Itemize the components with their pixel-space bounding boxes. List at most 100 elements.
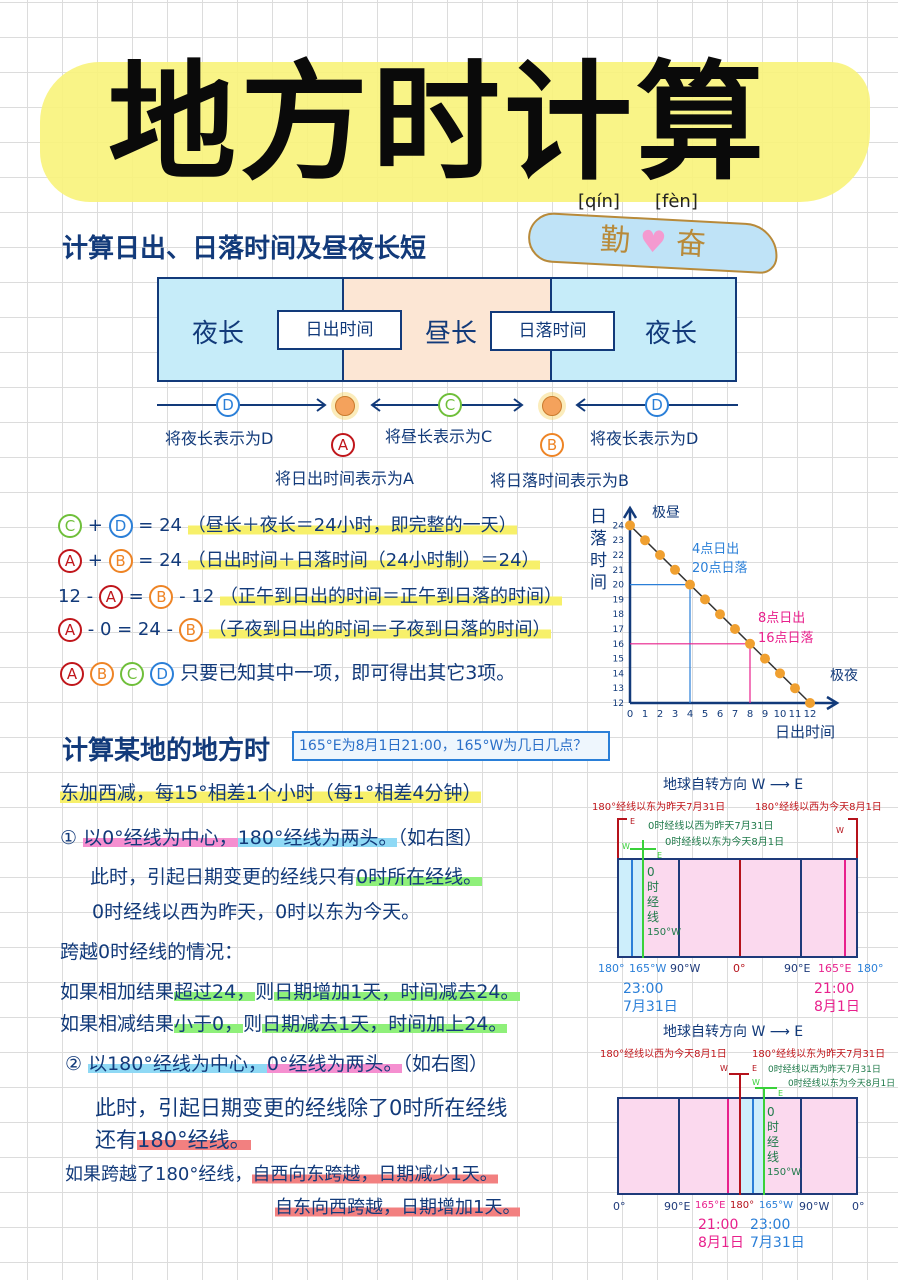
marker-c: C [58,514,82,538]
annotation-blue: 4点日出 [692,542,739,557]
x-tick-label: 5 [702,709,708,720]
pinyin-fen: [fèn] [655,191,698,212]
ribbon-char-2: 奋 [675,226,707,263]
text: 如果相加结果 [60,981,175,1003]
diagram2-green1: 0时经线以西为昨天7月31日 [768,1065,881,1075]
formula-note: （昼长＋夜长＝24小时，即完整的一天） [187,515,517,536]
d1-e-left: E [630,817,636,826]
text: 23:00 [750,1217,791,1233]
text: 21:00 [698,1217,739,1233]
d1-w-right: W [836,826,844,835]
ribbon-banner: 勤 ♥ 奋 [526,211,780,275]
y-tick-label: 13 [613,684,624,694]
night-right-label: 夜长 [645,319,698,349]
diagram2-green-bracket [755,1087,777,1089]
data-point [745,638,755,649]
y-tick-label: 15 [613,655,624,665]
case2-line2: 此时，引起日期变更的经线除了0时所在经线 [95,1096,508,1120]
text: 0时所在经线。 [356,866,483,888]
x-tick-label: 9 [762,709,768,720]
d2-tick-6: 0° [852,1200,865,1213]
rule-text: 东加西减，每15°相差1个小时（每1°相差4分钟） [60,778,482,805]
data-point [790,683,800,694]
formula-3: 12 - A = B - 12 （正午到日出的时间＝正午到日落的时间） [58,582,563,609]
label-night-right: 将夜长表示为D [590,429,699,448]
diagram1-red-right: 180°经线以西为今天8月1日 [755,802,882,813]
x-axis-arrow [826,695,840,711]
annotation-polar-day: 极昼 [652,505,680,521]
marker-d-left: D [216,393,240,417]
text: 小于0， [174,1013,244,1035]
d1-w-green: W [622,842,630,851]
diagram1-red-bracket-right [848,818,858,858]
y-tick-label: 16 [613,640,625,650]
text: 如果相减结果 [60,1013,175,1035]
marker-b: B [108,549,133,573]
day-label: 昼长 [425,319,478,349]
text: （如右图） [397,827,483,849]
d2-e-green: E [778,1089,784,1098]
op: + [87,515,103,536]
marker-d-right: D [645,393,669,417]
sunset-sun-icon [542,396,562,416]
text: 时 [767,1120,780,1134]
page-title: 地方时计算 [108,49,769,198]
op: - 12 [179,586,215,607]
title-highlight [40,62,870,202]
text: 则 [255,981,275,1003]
case1-line3: 0时经线以西为昨天，0时以东为今天。 [92,901,421,923]
y-tick-label: 12 [613,699,624,709]
y-tick-label: 19 [613,595,625,605]
data-point [730,624,740,634]
label-sunset: 将日落时间表示为B [490,471,629,490]
diagram2-green2: 0时经线以东为今天8月1日 [788,1079,896,1089]
section1-heading: 计算日出、日落时间及昼夜长短 [62,234,427,264]
summary-text: 只要已知其中一项，即可得出其它3项。 [180,662,516,684]
sunrise-box: 日出时间 [277,310,402,350]
text: 如果跨越了180°经线， [65,1164,253,1185]
diagram1-green-bracket [630,848,656,850]
d2-tick-5: 90°W [799,1200,830,1213]
case1-line1: ① 以0°经线为中心，180°经线为两头。（如右图） [60,823,483,850]
d1-tick-5: 165°E [818,962,852,975]
marker-c: C [438,393,462,417]
pinyin-qin: [qín] [578,191,620,212]
meridian-165w [752,1099,754,1193]
y-tick-label: 24 [613,521,625,531]
y-tick-label: 17 [613,625,624,635]
text: 7月31日 [623,999,678,1015]
case1-line2: 此时，引起日期变更的经线只有0时所在经线。 [90,862,483,889]
y-axis-label: 日 [590,507,607,527]
op: - 0 = 24 - [87,619,174,640]
formula-note: （日出时间＋日落时间（24小时制）＝24） [187,550,540,571]
d1-e-green: E [657,851,663,860]
diagram1-green1: 0时经线以西为昨天7月31日 [648,821,774,832]
text: 180°经线为两头。 [237,827,398,849]
text: 还有 [95,1128,137,1152]
meridian-0 [739,860,741,956]
text: 自东向西跨越， [275,1197,401,1218]
diagram2-red-bracket [729,1073,749,1075]
y-axis-label: 落 [590,529,607,549]
case-number: ② [65,1053,83,1075]
marker-d: D [108,514,133,538]
y-tick-label: 21 [613,566,624,576]
marker-b: B [149,585,174,609]
d2-tick-1: 90°E [664,1200,691,1213]
x-tick-label: 8 [747,709,753,720]
annotation-blue: 20点日落 [692,561,748,576]
x-tick-label: 1 [642,709,648,720]
text: 时间加上24。 [388,1013,508,1035]
x-tick-label: 4 [687,709,693,720]
annotation-pink: 8点日出 [758,611,805,626]
diagram1-rotation: 地球自转方向 W ⟶ E [663,777,804,793]
text: （如右图） [402,1053,488,1075]
cross0-line1: 如果相加结果超过24，则日期增加1天，时间减去24。 [60,977,520,1004]
x-tick-label: 10 [774,709,787,720]
op: 12 - [58,586,94,607]
d1-tick-6: 180° [857,962,884,975]
case2-line3: 还有180°经线。 [95,1124,251,1154]
